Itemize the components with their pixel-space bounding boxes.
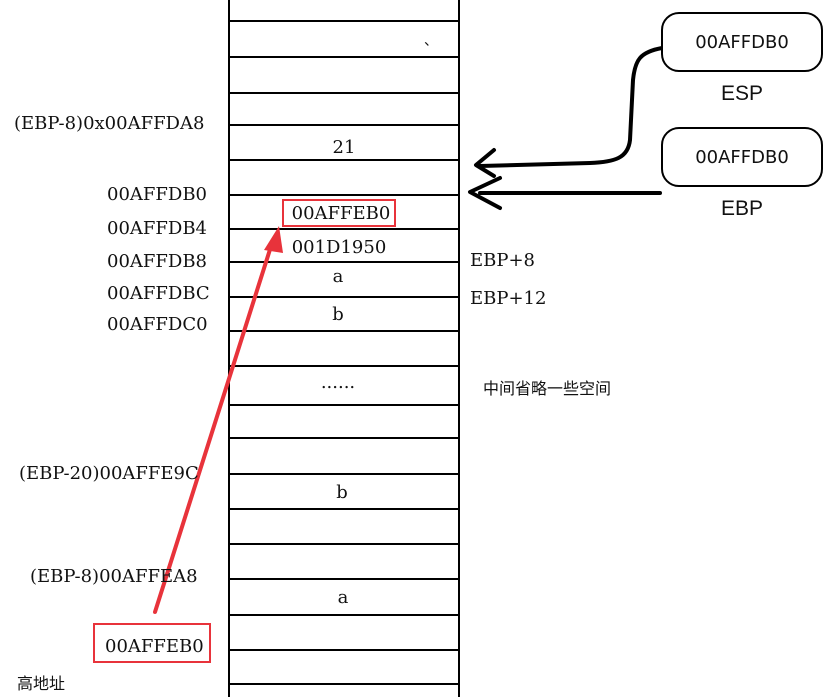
esp-arrowhead-icon [474, 148, 496, 178]
address-00affdb8: 00AFFDB8 [107, 251, 207, 272]
cell-ellipsis: ...... [320, 372, 356, 393]
cell-tick-mark: 、 [424, 33, 438, 49]
ebp-arrowhead-icon [468, 176, 502, 210]
address-ebp-minus8-bottom: (EBP-8)00AFFEA8 [30, 566, 198, 587]
address-ebp-minus20: (EBP-20)00AFFE9C [19, 463, 199, 484]
address-00affeb0-bottom: 00AFFEB0 [105, 636, 204, 657]
label-omitted-space: 中间省略一些空间 [483, 379, 612, 398]
bottom-address-highlight-box [93, 623, 211, 663]
cell-local-b: b [336, 482, 348, 503]
address-00affdc0: 00AFFDC0 [107, 314, 208, 335]
red-arrowhead-icon [264, 226, 283, 253]
label-ebp-plus8: EBP+8 [470, 250, 536, 271]
address-00affdb0: 00AFFDB0 [107, 184, 207, 205]
esp-pointer-arrow [478, 46, 664, 168]
cell-local-a: a [337, 587, 349, 608]
address-ebp-minus8-top: (EBP-8)0x00AFFDA8 [14, 113, 205, 134]
stack-cell-lines [229, 20, 459, 685]
ebp-register-box: 00AFFDB0 [661, 127, 823, 187]
cell-param-a: a [332, 266, 344, 287]
esp-register-label: ESP [721, 82, 764, 105]
cell-value-21: 21 [332, 137, 356, 158]
esp-register-box: 00AFFDB0 [661, 12, 823, 72]
label-ebp-plus12: EBP+12 [470, 288, 547, 309]
address-00affdbc: 00AFFDBC [107, 283, 210, 304]
high-address-label: 高地址 [17, 674, 66, 693]
cell-saved-ebp: 00AFFEB0 [291, 203, 391, 224]
saved-ebp-highlight-box [282, 199, 396, 227]
cell-param-b: b [332, 304, 344, 325]
cell-return-address: 001D1950 [291, 237, 387, 258]
ebp-register-label: EBP [721, 197, 764, 220]
address-00affdb4: 00AFFDB4 [107, 218, 207, 239]
saved-ebp-link-arrow [153, 238, 275, 614]
esp-register-value: 00AFFDB0 [695, 31, 789, 53]
ebp-register-value: 00AFFDB0 [695, 146, 789, 168]
